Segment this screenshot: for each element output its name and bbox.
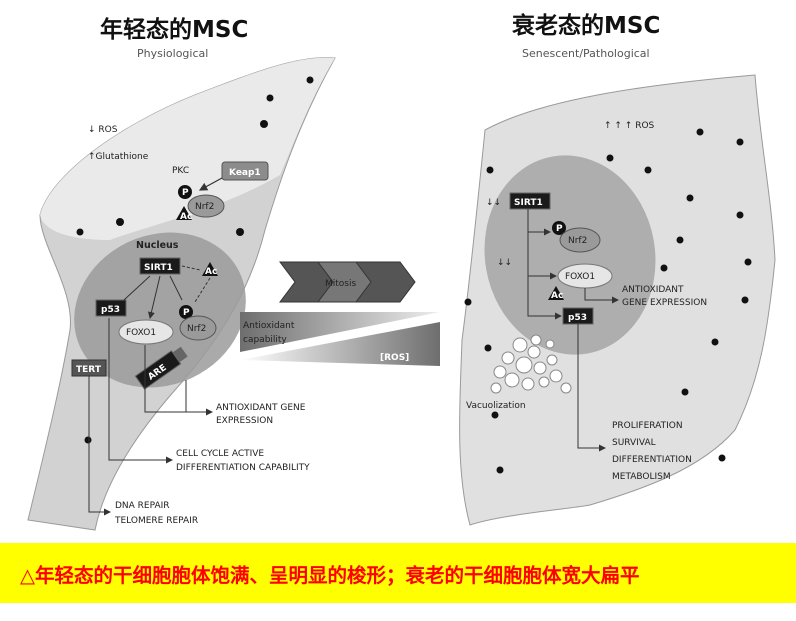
caption-text: △年轻态的干细胞胞体饱满、呈明显的梭形；衰老的干细胞胞体宽大扁平 (20, 564, 640, 587)
vacuolization-bubbles (490, 334, 572, 394)
senescent-ros-label: ↑ ↑ ↑ ROS (604, 121, 655, 131)
senescent-nrf2-label: Nrf2 (568, 236, 587, 246)
young-nrf2-mid-label: Nrf2 (187, 324, 206, 334)
young-ros-label: ↓ ROS (88, 125, 118, 135)
antioxidant-label-2: capability (243, 335, 287, 345)
senescent-out-antioxidant-1: ANTIOXIDANT (622, 285, 684, 295)
young-p53-box (95, 299, 127, 317)
senescent-p-label: P (556, 224, 563, 234)
young-p53-label: p53 (101, 305, 120, 315)
ros-wedge (240, 322, 440, 366)
young-nucleus (74, 232, 246, 388)
senescent-foxo1-label: FOXO1 (565, 272, 595, 282)
young-ac-top-label: Ac (180, 212, 192, 222)
vacuolization-label: Vacuolization (466, 401, 526, 411)
young-out-dna-1: DNA REPAIR (115, 501, 170, 511)
nucleus-label: Nucleus (136, 240, 179, 251)
left-subtitle: Physiological (137, 47, 209, 60)
young-sirt1-label: SIRT1 (144, 263, 173, 273)
right-subtitle: Senescent/Pathological (522, 47, 650, 60)
caption-bar: △年轻态的干细胞胞体饱满、呈明显的梭形；衰老的干细胞胞体宽大扁平 (0, 543, 796, 603)
senescent-out-antioxidant-2: GENE EXPRESSION (622, 298, 707, 308)
young-foxo1 (118, 319, 174, 345)
senescent-sirt1-box (509, 192, 551, 210)
young-foxo1-label: FOXO1 (126, 328, 156, 338)
young-out-antioxidant-2: EXPRESSION (216, 416, 273, 426)
young-ros-dots (76, 76, 314, 444)
senescent-arrows-1: ↓↓ (486, 198, 501, 208)
tert-label: TERT (76, 365, 102, 375)
young-out-dna-2: TELOMERE REPAIR (114, 516, 198, 526)
senescent-arrows-2: ↓↓ (497, 258, 512, 268)
senescent-ros-dots (464, 128, 752, 474)
ros-wedge-label: [ROS] (380, 353, 409, 363)
senescent-ac-label: Ac (551, 291, 563, 301)
senescent-p53-label: p53 (568, 313, 587, 323)
keap1-label: Keap1 (229, 168, 261, 178)
senescent-out-1: PROLIFERATION (612, 421, 683, 431)
young-glutathione-label: ↑Glutathione (88, 152, 149, 162)
right-title: 衰老态的MSC (512, 13, 661, 39)
antioxidant-label-1: Antioxidant (243, 321, 295, 331)
pkc-label: PKC (172, 166, 189, 176)
young-out-cellcycle-1: CELL CYCLE ACTIVE (176, 449, 264, 459)
young-p-label: P (182, 188, 189, 198)
young-nrf2-top-label: Nrf2 (195, 202, 214, 212)
senescent-sirt1-label: SIRT1 (514, 198, 543, 208)
young-out-antioxidant-1: ANTIOXIDANT GENE (216, 403, 306, 413)
young-out-cellcycle-2: DIFFERENTIATION CAPABILITY (176, 463, 310, 473)
left-title: 年轻态的MSC (100, 17, 249, 43)
young-p-mid-label: P (183, 308, 190, 318)
mitosis-label: Mitosis (325, 279, 356, 289)
msc-diagram: ↓ ROS ↑Glutathione PKC Keap1 P Nrf2 Ac N… (27, 57, 776, 531)
young-ac-mid-label: Ac (205, 267, 217, 277)
keap1-box (221, 161, 269, 181)
antioxidant-wedge (240, 312, 440, 352)
senescent-out-4: METABOLISM (612, 472, 671, 482)
mitosis-arrows (279, 261, 416, 303)
young-sirt1-box (139, 257, 181, 275)
senescent-out-2: SURVIVAL (612, 438, 656, 448)
senescent-out-3: DIFFERENTIATION (612, 455, 692, 465)
